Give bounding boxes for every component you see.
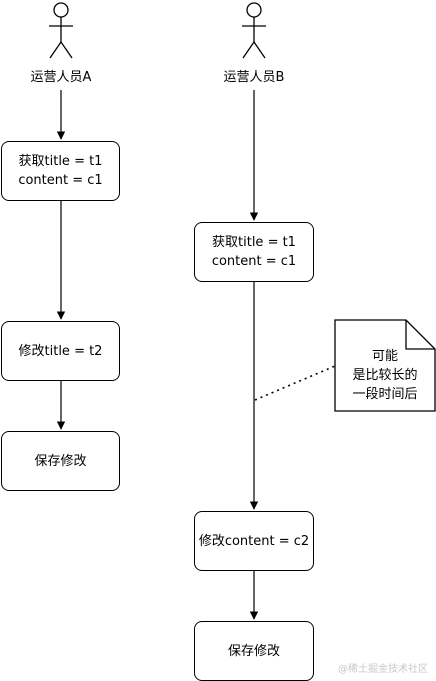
b-fetch-line2: content = c1 [211,254,297,269]
a-save-label: 保存修改 [34,453,87,469]
b-modify-box: 修改content = c2 [194,511,314,571]
a-fetch-line2: content = c1 [18,173,103,188]
b-fetch-box: 获取title = t1 content = c1 [194,222,314,282]
note-line1: 可能 [371,349,398,364]
a-save-box: 保存修改 [1,431,120,491]
actor-b-label: 运营人员B [223,70,285,85]
a-modify-label: 修改title = t2 [18,343,103,359]
a-modify-box: 修改title = t2 [1,321,120,381]
watermark: @稀土掘金技术社区 [338,664,428,675]
b-modify-label: 修改content = c2 [198,533,310,549]
actor-a-label: 运营人员A [30,70,92,85]
note-line3: 一段时间后 [352,387,418,402]
b-save-box: 保存修改 [194,621,314,681]
a-fetch-box: 获取title = t1 content = c1 [1,141,120,201]
note-text: 可能 是比较长的 一段时间后 [340,347,430,404]
actor-a-figure [49,2,73,59]
b-save-label: 保存修改 [227,643,280,659]
actor-b-figure [242,2,266,59]
note-connector [254,365,336,401]
b-fetch-line1: 获取title = t1 [212,235,296,250]
a-fetch-line1: 获取title = t1 [18,154,103,169]
note-shape [334,319,436,412]
note-line2: 是比较长的 [352,368,418,383]
